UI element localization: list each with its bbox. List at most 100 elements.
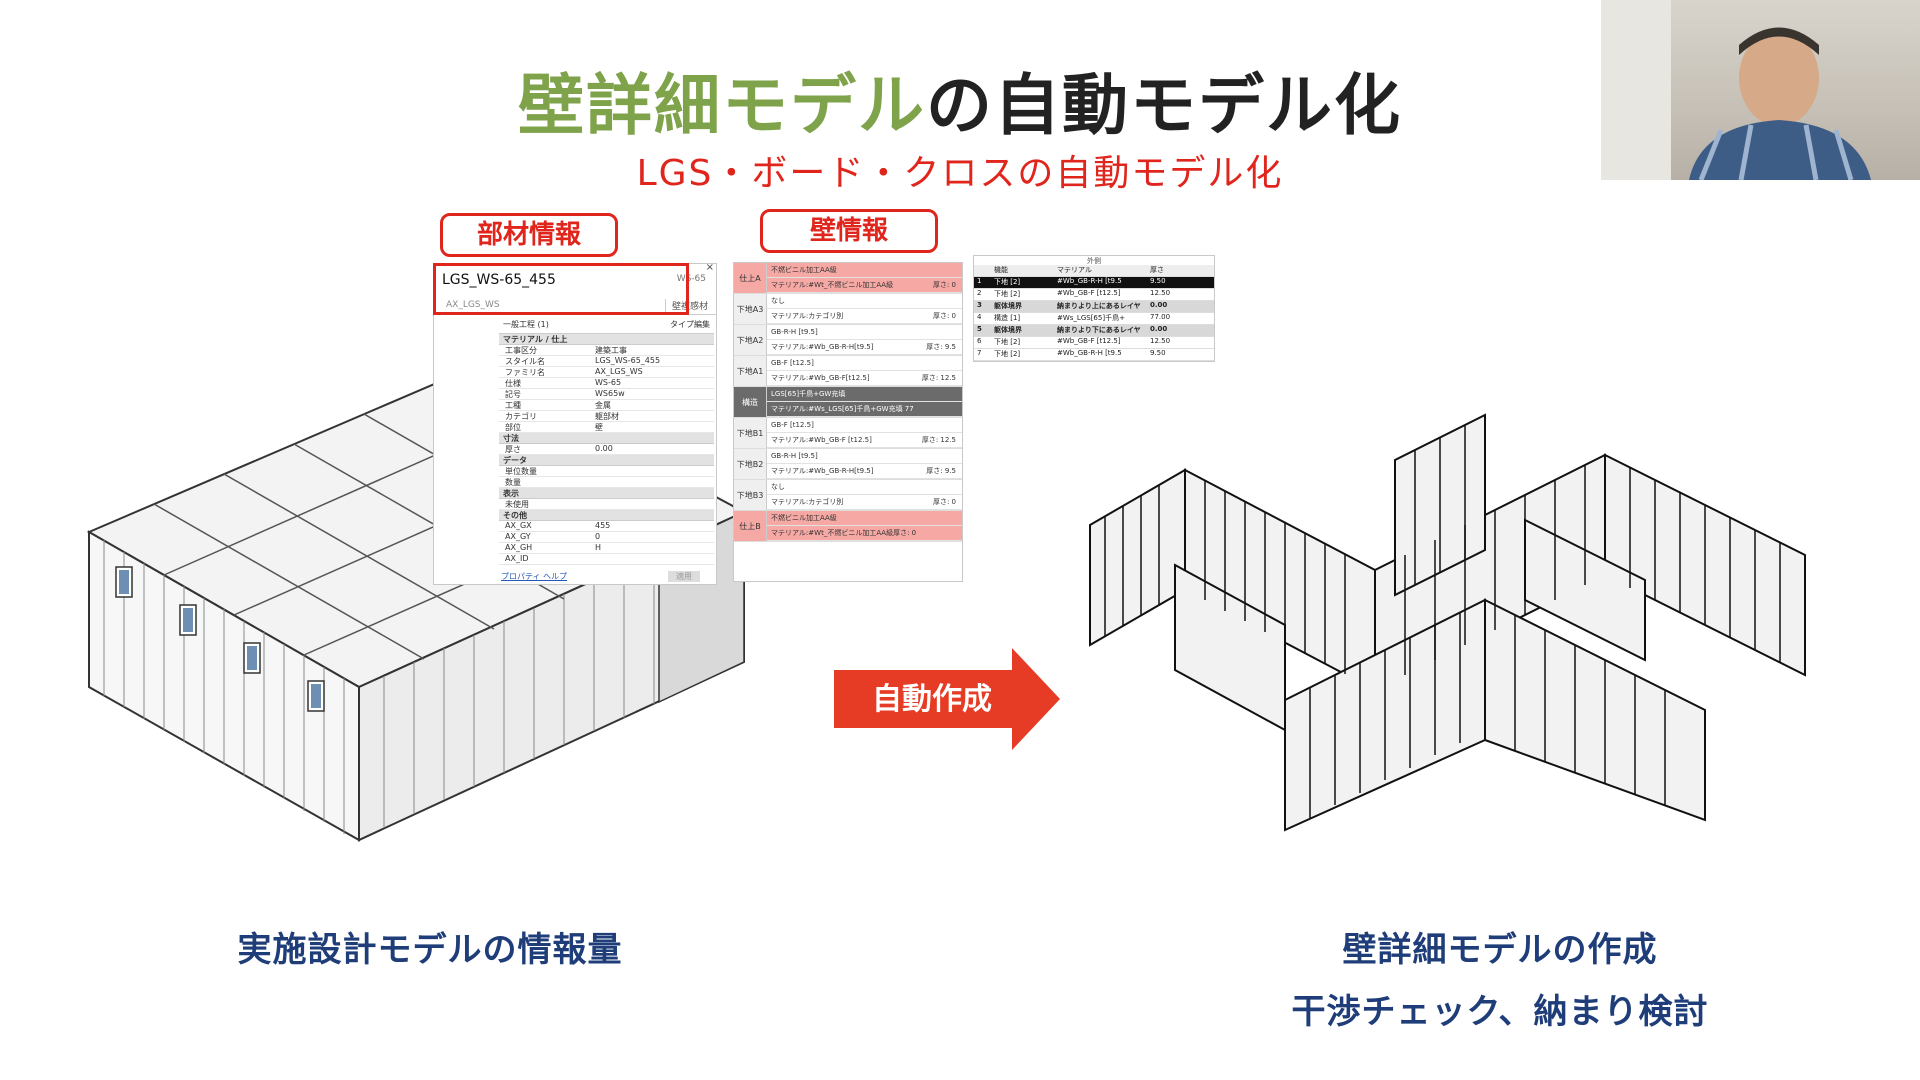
wall-layer-line[interactable]: 不燃ビニル加工AA級 (767, 511, 962, 526)
property-row[interactable]: 工種 金属 (499, 400, 714, 411)
section-material[interactable]: マテリアル / 仕上 (499, 334, 714, 345)
wall-layer-line[interactable]: なし (767, 294, 962, 309)
apply-button[interactable]: 適用 (668, 571, 700, 582)
property-row[interactable]: 部位壁 (499, 422, 714, 433)
property-row[interactable]: カテゴリ躯部材 (499, 411, 714, 422)
type-edit-link[interactable]: タイプ編集 (670, 320, 710, 329)
property-row[interactable]: AX_ID (499, 554, 714, 565)
property-value[interactable]: WS65w (595, 389, 625, 398)
property-value[interactable]: 建築工事 (595, 346, 627, 355)
layer-cell: #Wb_GB-R-H [t9.5 (1057, 277, 1122, 285)
section-other[interactable]: その他 (499, 510, 714, 521)
properties-help-link[interactable]: プロパティ ヘルプ (501, 572, 568, 581)
property-value[interactable]: 金属 (595, 401, 611, 410)
instance-dropdown[interactable]: 一般工程 (1) (503, 320, 549, 329)
wall-layer-line[interactable]: マテリアル:#Wt_不燃ビニル加工AA級厚さ: 0 (767, 526, 962, 541)
wall-layer-line[interactable]: マテリアル:#Ws_LGS[65]千鳥+GW充填 77 (767, 402, 962, 417)
property-value[interactable]: 壁 (595, 423, 603, 432)
wall-layer-label: 仕上A (734, 263, 767, 293)
property-row[interactable]: 未使用 (499, 499, 714, 510)
properties-panel[interactable]: LGS_WS-65_455 WS-65 AX_LGS_WS 壁複感材 × 一般工… (433, 263, 717, 585)
wall-layer-label: 仕上B (734, 511, 767, 541)
type-selector[interactable]: LGS_WS-65_455 WS-65 AX_LGS_WS 壁複感材 × (434, 264, 716, 315)
wall-layer-line[interactable]: マテリアル:#Wb_GB-F [t12.5]厚さ: 12.5 (767, 433, 962, 448)
layer-cell: 4 (977, 313, 982, 321)
section-data[interactable]: データ (499, 455, 714, 466)
property-key: 工種 (505, 401, 521, 410)
property-value[interactable]: 躯部材 (595, 412, 619, 421)
wall-layer-line[interactable]: マテリアル:カテゴリ別厚さ: 0 (767, 309, 962, 324)
property-row[interactable]: 数量 (499, 477, 714, 488)
wall-layer-cell: GB-F [t12.5]マテリアル:#Wb_GB-F[t12.5]厚さ: 12.… (767, 356, 962, 386)
layer-column-header: 機能 (994, 266, 1008, 274)
property-key: ファミリ名 (505, 368, 545, 377)
property-value[interactable]: 455 (595, 521, 611, 530)
wall-layer-line[interactable]: マテリアル:#Wt_不燃ビニル加工AA級厚さ: 0 (767, 278, 962, 293)
property-value[interactable]: LGS_WS-65_455 (595, 356, 661, 365)
section-display[interactable]: 表示 (499, 488, 714, 499)
property-value[interactable]: AX_LGS_WS (595, 367, 643, 376)
property-row[interactable]: ファミリ名 AX_LGS_WS (499, 367, 714, 378)
layer-column-header (974, 265, 991, 276)
wall-layer-line[interactable]: GB-F [t12.5] (767, 356, 962, 371)
layer-cell: 下地 [2] (994, 350, 1021, 358)
wall-layer-line[interactable]: GB-F [t12.5] (767, 418, 962, 433)
wall-layer-line[interactable]: マテリアル:#Wb_GB-F[t12.5]厚さ: 12.5 (767, 371, 962, 386)
wall-layer-line[interactable]: GB-R-H [t9.5] (767, 449, 962, 464)
property-value[interactable]: 0 (595, 532, 601, 541)
wall-layer-line[interactable]: マテリアル:#Wb_GB-R-H[t9.5]厚さ: 9.5 (767, 340, 962, 355)
layer-cell: 77.00 (1150, 313, 1171, 321)
close-icon[interactable]: × (705, 263, 714, 273)
wall-layer-line[interactable]: 不燃ビニル加工AA級 (767, 263, 962, 278)
section-dimensions[interactable]: 寸法 (499, 433, 714, 444)
property-key: 工事区分 (505, 346, 537, 355)
property-value[interactable]: 0.00 (595, 444, 613, 453)
property-row[interactable]: スタイル名 LGS_WS-65_455 (499, 356, 714, 367)
property-row[interactable]: 単位数量 (499, 466, 714, 477)
property-key: AX_GY (505, 532, 531, 541)
wall-layer-line[interactable]: GB-R-H [t9.5] (767, 325, 962, 340)
property-key: スタイル名 (505, 357, 545, 366)
wall-layer-line[interactable]: マテリアル:#Wb_GB-R-H[t9.5]厚さ: 9.5 (767, 464, 962, 479)
wall-layer-line[interactable]: マテリアル:カテゴリ別厚さ: 0 (767, 495, 962, 510)
edit-type-button[interactable]: 壁複感材 (664, 299, 708, 312)
wall-layer-text: マテリアル:#Wb_GB-R-H[t9.5] (771, 343, 874, 351)
wall-layer-line[interactable]: LGS[65]千鳥+GW充填 (767, 387, 962, 402)
instance-selector[interactable]: 一般工程 (1) タイプ編集 (499, 319, 714, 334)
property-value[interactable]: WS-65 (595, 378, 622, 387)
property-row[interactable]: 工事区分 建築工事 (499, 345, 714, 356)
property-row[interactable]: AX_GY 0 (499, 532, 714, 543)
wall-layer-thickness: 厚さ: 9.5 (926, 467, 956, 475)
wall-layer-text: GB-R-H [t9.5] (771, 452, 818, 460)
auto-create-arrow: 自動作成 (834, 648, 1062, 750)
wall-layer-line[interactable]: なし (767, 480, 962, 495)
wall-layer-text: なし (771, 297, 785, 305)
layer-cell: 9.50 (1150, 349, 1166, 357)
layer-column-header: 厚さ (1150, 266, 1164, 274)
property-value[interactable]: H (595, 543, 602, 552)
wall-layer-thickness: 厚さ: 12.5 (921, 436, 956, 444)
